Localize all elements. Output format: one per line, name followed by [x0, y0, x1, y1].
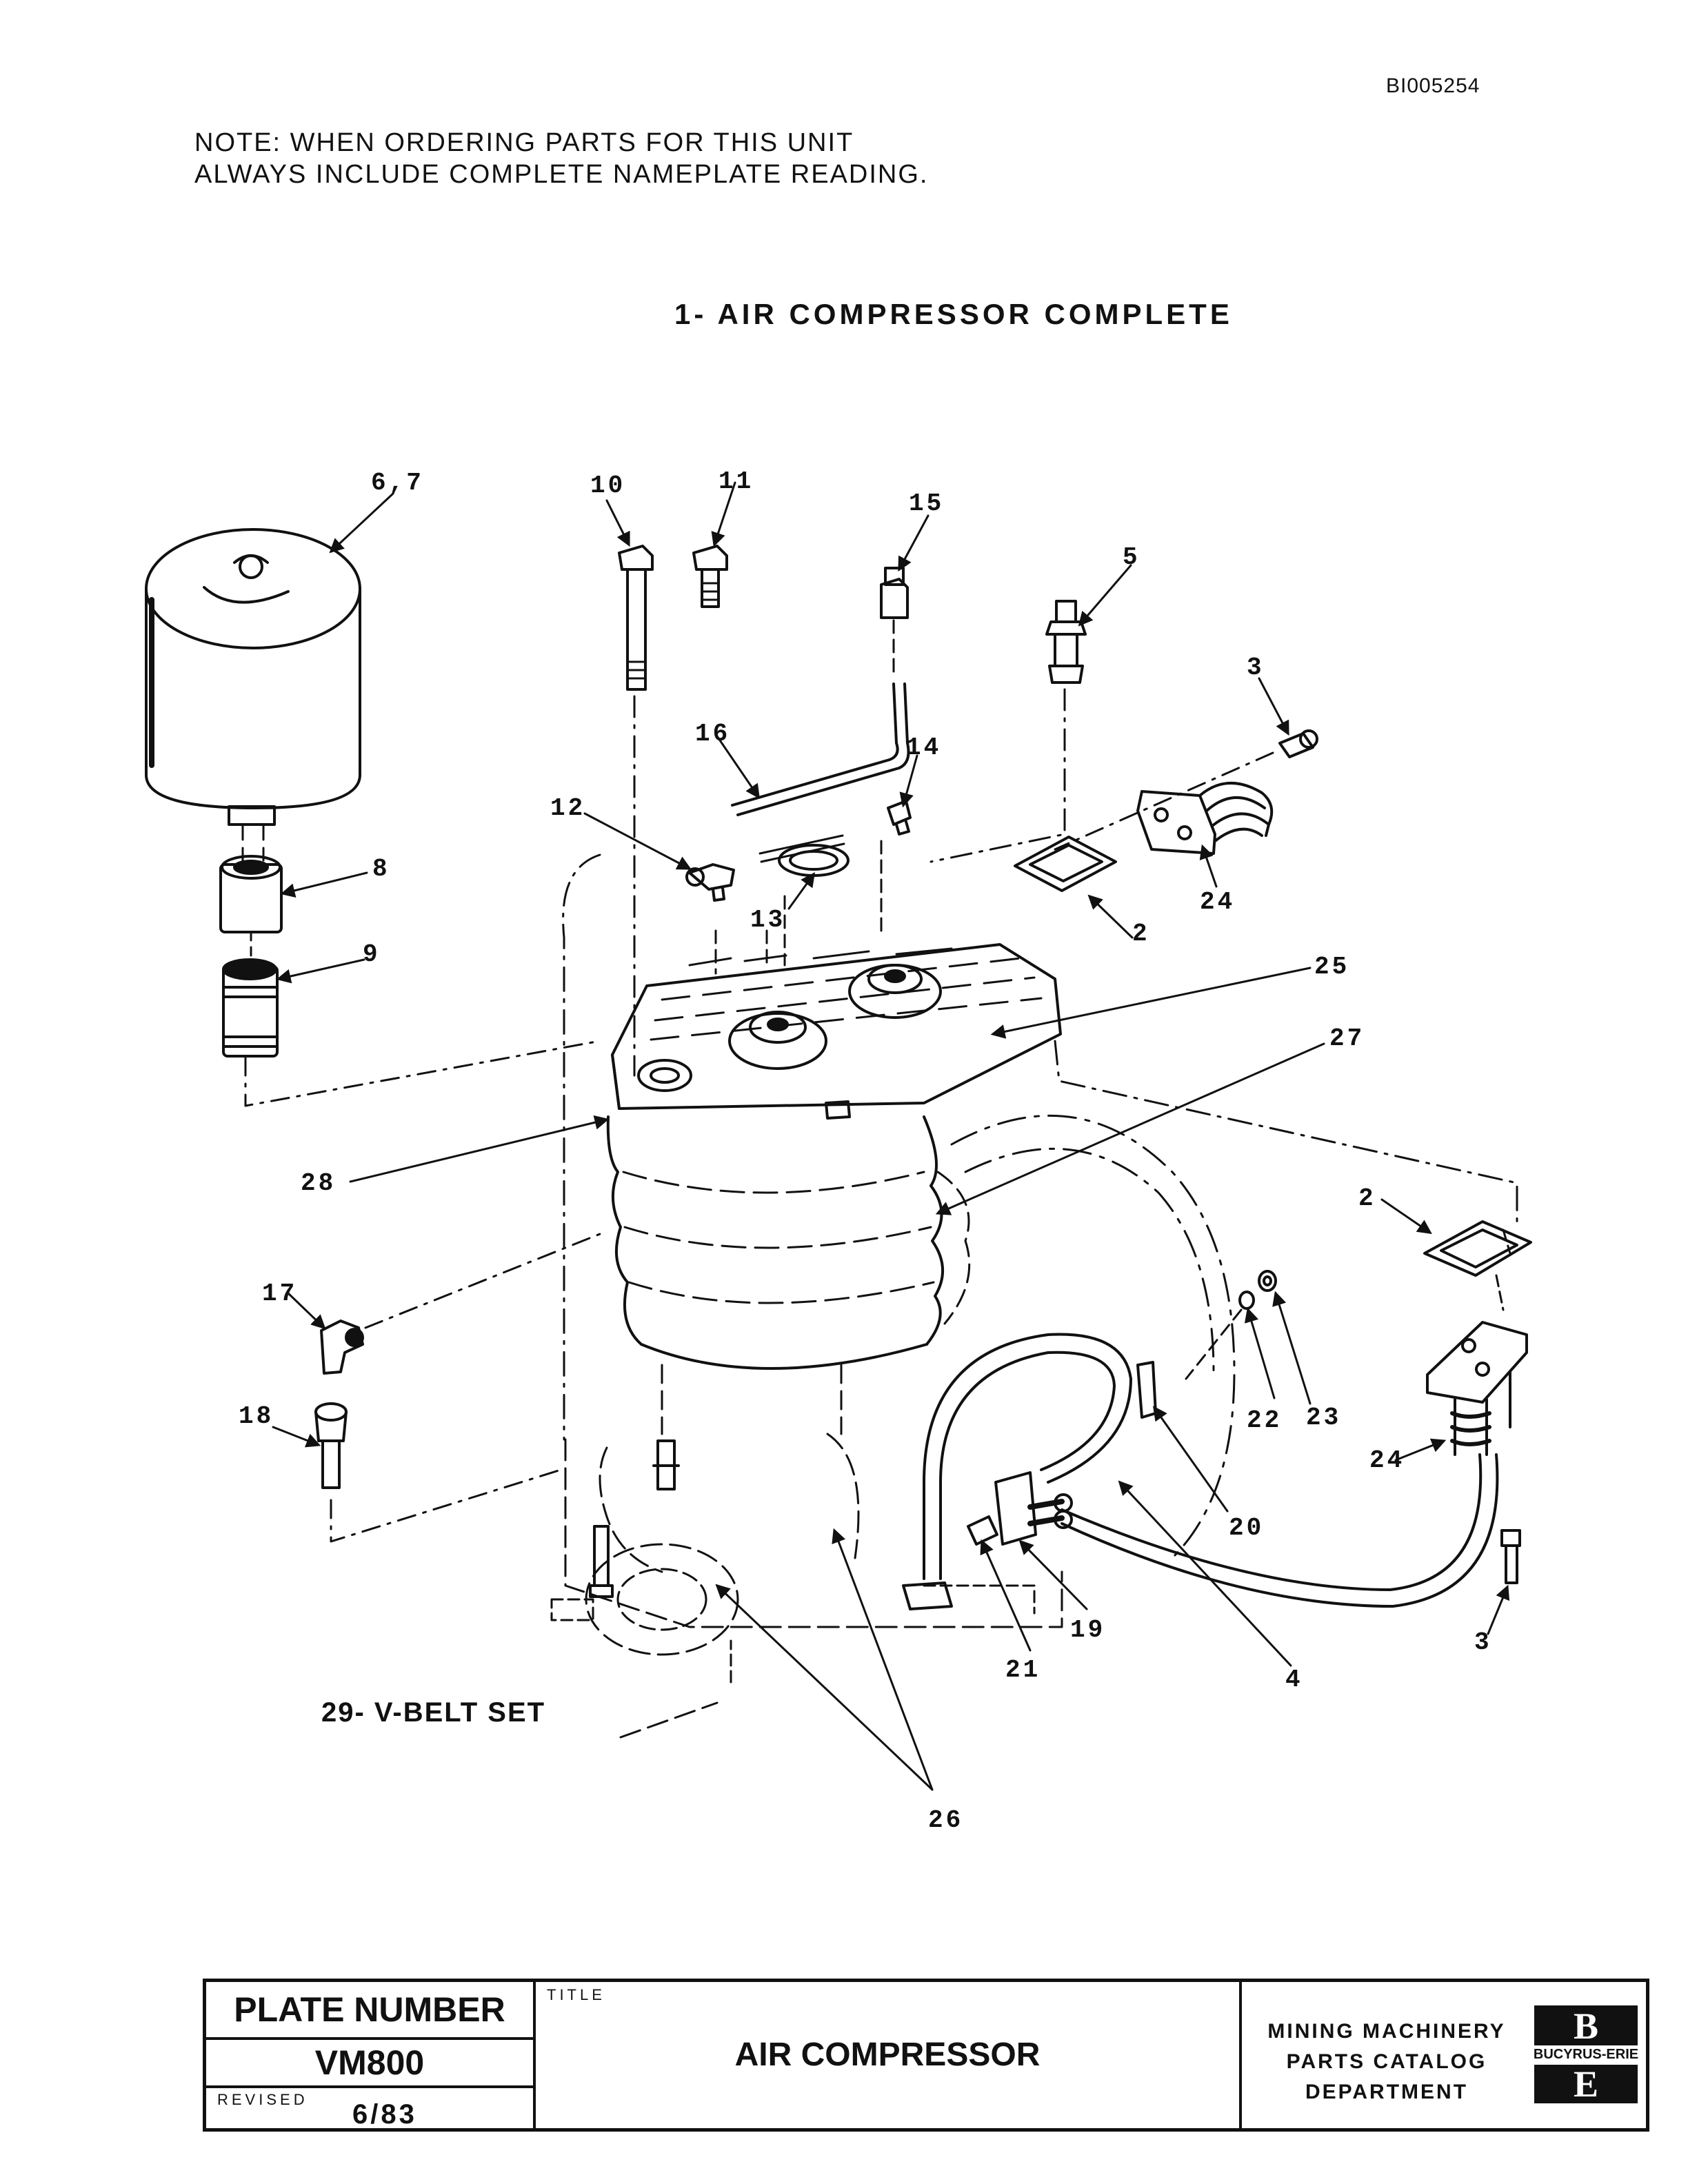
street-elbow: [685, 863, 735, 902]
callout-2-upper: 2: [1132, 920, 1150, 948]
ordering-note: NOTE: WHEN ORDERING PARTS FOR THIS UNIT …: [194, 127, 928, 190]
assembly-title: 1- AIR COMPRESSOR COMPLETE: [674, 298, 1233, 330]
callout-27: 27: [1329, 1024, 1365, 1053]
revised-label: REVISED: [217, 2091, 308, 2108]
callout-19: 19: [1070, 1616, 1105, 1644]
discharge-pipe: [1061, 1453, 1499, 1608]
plug: [652, 1439, 680, 1490]
callout-8: 8: [372, 855, 390, 883]
callout-14: 14: [906, 734, 941, 762]
callout-18: 18: [239, 1402, 274, 1430]
callout-20: 20: [1229, 1514, 1264, 1542]
plate-number: VM800: [206, 2040, 533, 2088]
head-bolt-short: [692, 545, 728, 608]
callout-17: 17: [262, 1280, 297, 1308]
callout-22: 22: [1247, 1406, 1282, 1435]
cylinder-head: [611, 943, 1062, 1120]
callout-15: 15: [909, 489, 944, 518]
head-bolt-long: [618, 545, 654, 691]
bolt-21: [967, 1515, 998, 1546]
title-label: TITLE: [547, 1986, 605, 2003]
drain-valve-18: [314, 1402, 348, 1489]
callout-12: 12: [550, 794, 585, 822]
note-line-1: NOTE: WHEN ORDERING PARTS FOR THIS UNIT: [194, 128, 854, 157]
valve-cap-left: [728, 1011, 827, 1070]
department-line-2: PARTS CATALOG: [1286, 2050, 1487, 2073]
stud: [589, 1525, 614, 1598]
department-line-1: MINING MACHINERY: [1267, 2020, 1506, 2043]
note-line-2: ALWAYS INCLUDE COMPLETE NAMEPLATE READIN…: [194, 160, 929, 189]
gasket-small: [758, 834, 850, 877]
callout-21: 21: [1005, 1656, 1041, 1684]
document-id: BI005254: [1386, 74, 1480, 97]
connector-fitting: [880, 567, 909, 619]
air-filter-canister: [145, 528, 361, 826]
callout-9: 9: [363, 940, 381, 969]
bucyrus-erie-logo: B E: [1534, 2005, 1638, 2105]
callout-4: 4: [1285, 1666, 1303, 1694]
valve-cap-right: [848, 964, 942, 1019]
plate-section: PLATE NUMBER VM800 REVISED 6/83: [206, 1982, 536, 2130]
callout-6-7: 6,7: [371, 469, 424, 497]
elbow-fitting: [887, 800, 912, 836]
unloader-manifold-19: [994, 1471, 1073, 1546]
callout-3-upper: 3: [1247, 654, 1265, 682]
title-block: PLATE NUMBER VM800 REVISED 6/83 TITLE AI…: [203, 1979, 1649, 2132]
cap-screw-lower: [1500, 1529, 1521, 1584]
logo-letter-top: B: [1574, 2005, 1598, 2047]
intake-gasket-upper: [1014, 836, 1117, 892]
callout-25: 25: [1314, 953, 1349, 981]
callout-26: 26: [928, 1806, 963, 1834]
department-section: MINING MACHINERY PARTS CATALOG DEPARTMEN…: [1239, 1982, 1649, 2128]
callout-labels: 6,7 10 11 15 5 3 16 14 12 8 9 13 24 2 25…: [239, 467, 1492, 1834]
pipe-coupling: [219, 855, 283, 933]
intake-gasket-lower: [1423, 1220, 1532, 1277]
department-name: MINING MACHINERY PARTS CATALOG DEPARTMEN…: [1249, 2016, 1525, 2107]
callout-16: 16: [695, 720, 730, 748]
callout-5: 5: [1123, 543, 1141, 572]
revised-date: 6/83: [352, 2099, 417, 2130]
v-belt-set-title: 29- V-BELT SET: [321, 1697, 546, 1728]
crankcase-phantom: [550, 1114, 1236, 1739]
callout-3-lower: 3: [1474, 1628, 1492, 1657]
logo-caption: BUCYRUS-ERIE: [1533, 2047, 1639, 2062]
callout-10: 10: [590, 472, 625, 500]
callout-24-upper: 24: [1200, 888, 1235, 916]
unloader-tube: [923, 1333, 1132, 1580]
callout-28: 28: [301, 1169, 336, 1197]
callout-13: 13: [750, 906, 785, 934]
discharge-manifold-lower: [1426, 1321, 1528, 1456]
washer-22: [1238, 1291, 1255, 1310]
washer-23: [1258, 1270, 1277, 1292]
leader-lines: [272, 481, 1510, 1791]
discharge-manifold-upper: [1136, 781, 1274, 855]
department-line-3: DEPARTMENT: [1305, 2081, 1469, 2103]
cap-screw-upper: [1278, 729, 1318, 758]
drawing-title: AIR COMPRESSOR: [734, 2036, 1041, 2073]
callout-23: 23: [1306, 1404, 1341, 1432]
plate-number-label: PLATE NUMBER: [206, 1982, 533, 2040]
callout-11: 11: [719, 467, 754, 496]
safety-valve: [1045, 600, 1087, 684]
callout-24-lower: 24: [1369, 1446, 1405, 1475]
tube-mount: [902, 1581, 953, 1610]
callout-2-lower: 2: [1358, 1184, 1376, 1213]
tube-clip-20: [1136, 1361, 1157, 1419]
bent-tube: [731, 682, 910, 816]
elbow-fitting-17: [320, 1320, 364, 1375]
pipe-nipple: [222, 958, 279, 1058]
cylinder-block: [606, 1115, 971, 1435]
logo-letter-bottom: E: [1574, 2063, 1598, 2105]
